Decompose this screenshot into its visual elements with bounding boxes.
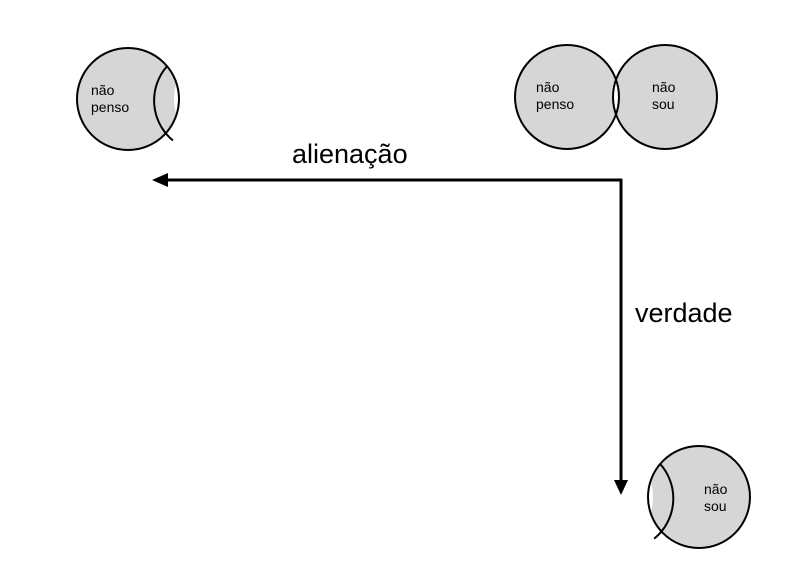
truth-result-circle: não sou xyxy=(647,445,751,549)
alienation-result-label-line1: não xyxy=(91,82,115,98)
truth-label: verdade xyxy=(635,298,733,328)
truth-result-label-line1: não xyxy=(704,481,728,497)
alienation-arrowhead xyxy=(152,173,168,187)
start-right-label-line1: não xyxy=(652,79,676,95)
alienation-result-lune xyxy=(174,48,179,150)
start-left-label-line2: penso xyxy=(536,96,574,112)
truth-result-outline xyxy=(647,445,751,549)
truth-arrowhead xyxy=(614,480,628,495)
truth-result-fill xyxy=(648,446,750,548)
truth-arrow: verdade xyxy=(614,179,733,495)
truth-result-label-line2: sou xyxy=(704,498,727,514)
start-right-label-line2: sou xyxy=(652,96,675,112)
start-venn: não penso não sou xyxy=(514,44,718,150)
alienation-result-label-line2: penso xyxy=(91,99,129,115)
alienation-arrow: alienação xyxy=(152,139,622,187)
start-right-outline xyxy=(612,44,718,150)
start-right-fill xyxy=(613,45,717,149)
start-left-outline xyxy=(514,44,620,150)
truth-result-lune xyxy=(648,446,653,548)
alienation-result-circle: não penso xyxy=(76,47,180,151)
alienation-result-outline xyxy=(76,47,180,151)
alienation-result-fill xyxy=(77,48,179,150)
start-left-label-line1: não xyxy=(536,79,560,95)
alienation-label: alienação xyxy=(292,139,408,169)
start-left-fill xyxy=(515,45,619,149)
